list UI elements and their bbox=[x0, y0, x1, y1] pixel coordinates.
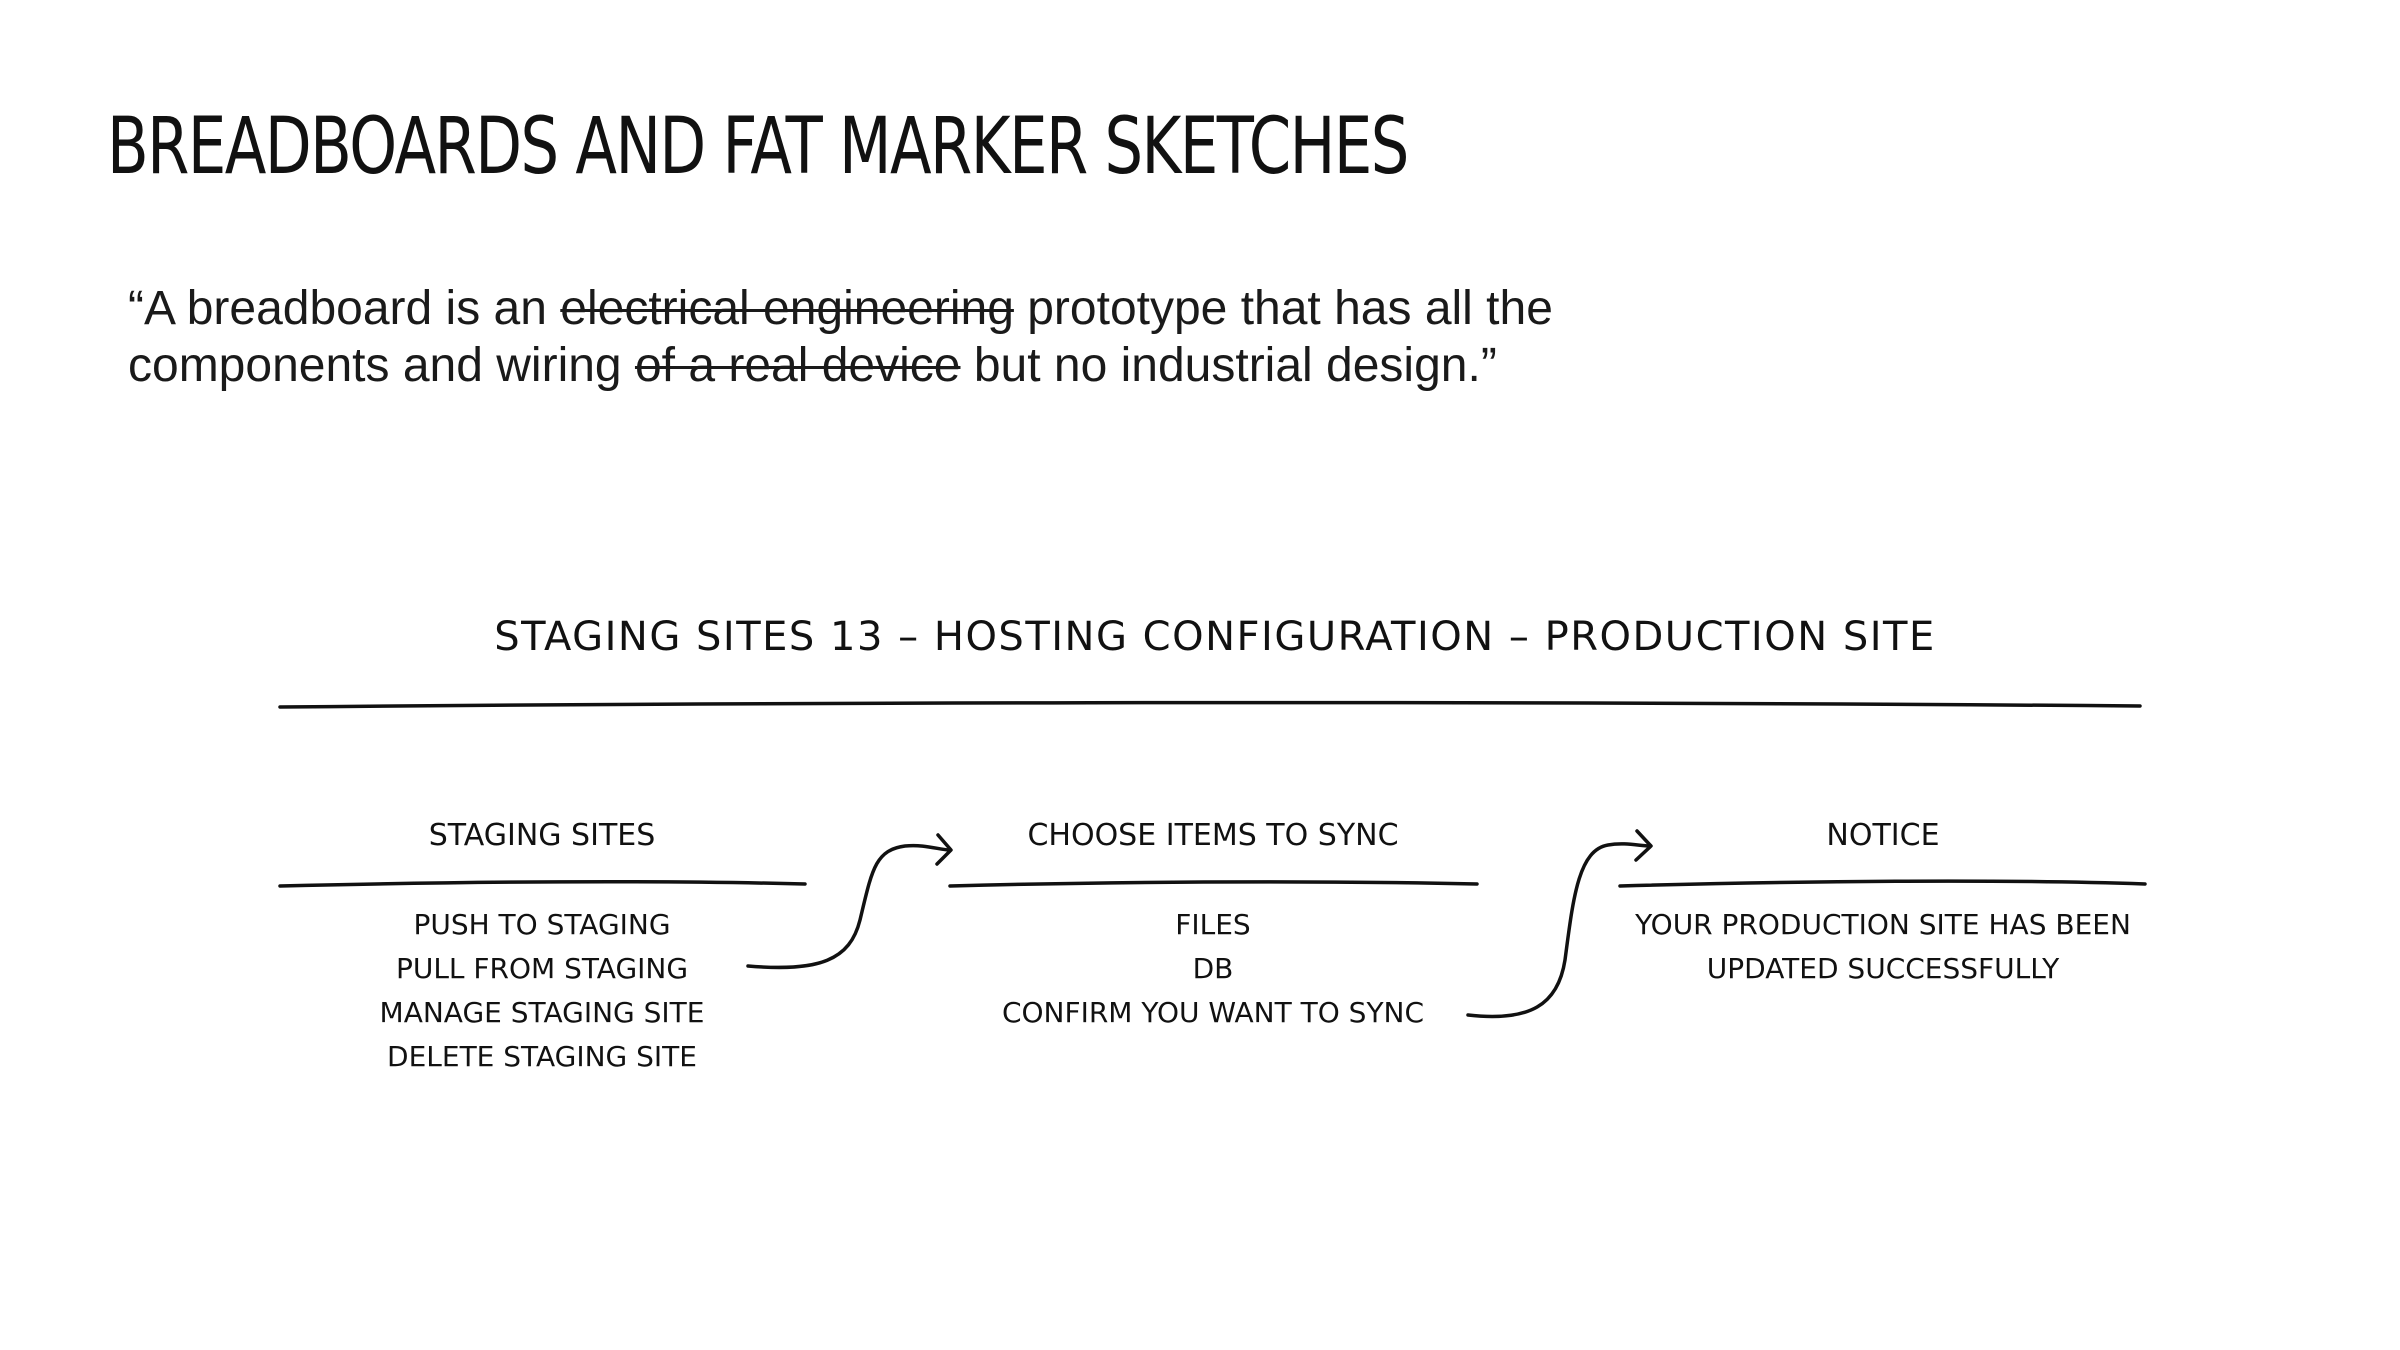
screen-choose-items-title: CHOOSE ITEMS TO SYNC bbox=[1027, 818, 1398, 853]
quote-close: but no industrial design.” bbox=[960, 339, 1497, 392]
flow-arrow-2 bbox=[1466, 842, 1652, 1019]
staging-item-push: PUSH TO STAGING bbox=[413, 908, 670, 941]
flow-arrow-1-head bbox=[935, 833, 953, 866]
sync-item-db: DB bbox=[1193, 952, 1234, 985]
slide-title: BREADBOARDS AND FAT MARKER SKETCHES bbox=[107, 102, 1409, 192]
screen-notice-divider bbox=[1618, 879, 2147, 888]
sync-item-files: FILES bbox=[1175, 908, 1250, 941]
screen-notice-title: NOTICE bbox=[1826, 818, 1939, 853]
staging-item-pull: PULL FROM STAGING bbox=[396, 952, 688, 985]
flow-arrow-1 bbox=[746, 843, 952, 970]
breadboard-quote: “A breadboard is an electrical engineeri… bbox=[128, 280, 1553, 394]
notice-message-line1: YOUR PRODUCTION SITE HAS BEEN bbox=[1634, 908, 2131, 941]
quote-open: “A breadboard is an bbox=[128, 282, 561, 335]
screen-staging-sites-divider bbox=[278, 880, 807, 888]
heading-underline bbox=[278, 700, 2142, 709]
staging-item-delete: DELETE STAGING SITE bbox=[387, 1040, 697, 1073]
quote-struck-electrical-engineering: electrical engineering bbox=[560, 282, 1014, 335]
flow-arrow-2-head bbox=[1634, 829, 1653, 862]
quote-struck-real-device: of a real device bbox=[634, 339, 961, 392]
notice-message-line2: UPDATED SUCCESSFULLY bbox=[1707, 952, 2060, 985]
sync-item-confirm: CONFIRM YOU WANT TO SYNC bbox=[1002, 996, 1424, 1029]
quote-line2-start: components and wiring bbox=[128, 339, 635, 392]
quote-mid: prototype that has all the bbox=[1013, 282, 1553, 335]
sketch-heading: STAGING SITES 13 – HOSTING CONFIGURATION… bbox=[494, 614, 1936, 660]
screen-choose-items-divider bbox=[948, 880, 1479, 888]
screen-staging-sites-title: STAGING SITES bbox=[429, 818, 656, 853]
staging-item-manage: MANAGE STAGING SITE bbox=[380, 996, 705, 1029]
